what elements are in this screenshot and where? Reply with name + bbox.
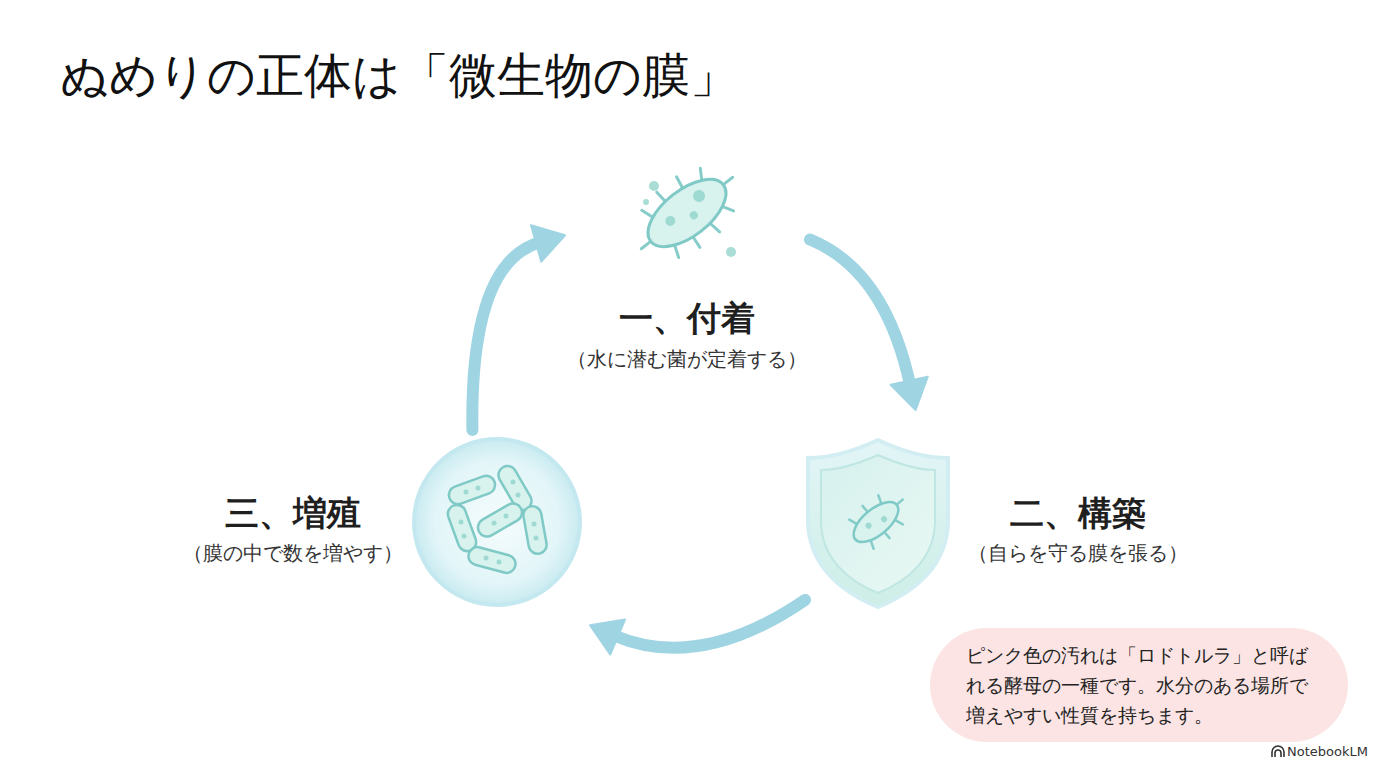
cycle-arrow [472, 225, 565, 430]
stage-description: （自らを守る膜を張る） [958, 541, 1198, 565]
shield-icon [808, 440, 948, 607]
stage-heading: 一、付着 [567, 298, 807, 338]
note-text: ピンク色の汚れは「ロドトルラ」と呼ば れる酵母の一種です。水分のある場所で 増え… [966, 640, 1338, 730]
arrow-head [531, 225, 565, 262]
diagram-title: ぬめりの正体は「微生物の膜」 [60, 46, 960, 104]
colony-icon [414, 439, 580, 605]
stage-description: （膜の中で数を増やす） [173, 541, 413, 565]
arrow-head [590, 620, 625, 655]
cycle-arrow [590, 600, 805, 655]
arrow-shaft [614, 600, 805, 648]
bacterium-icon [620, 150, 755, 277]
spore-dot [726, 247, 736, 257]
stage-heading: 三、増殖 [173, 493, 413, 533]
arrow-shaft [472, 242, 540, 430]
watermark-label: NotebookLM [1287, 744, 1367, 760]
spore-dot [643, 199, 649, 205]
stage-node: 三、増殖 （膜の中で数を増やす） [170, 430, 590, 640]
spore-dot [649, 181, 659, 191]
cycle-arrow [810, 240, 928, 410]
stage-node: 一、付着 （水に潜む菌が定着する） [565, 160, 810, 375]
arrow-shaft [810, 240, 910, 385]
stage-node: 二、構築 （自らを守る膜を張る） [805, 410, 1200, 610]
stage-heading: 二、構築 [958, 493, 1198, 533]
watermark-logo [1272, 746, 1284, 757]
arrow-head [891, 377, 928, 410]
stage-description: （水に潜む菌が定着する） [567, 347, 807, 371]
note-box: ピンク色の汚れは「ロドトルラ」と呼ば れる酵母の一種です。水分のある場所で 増え… [930, 628, 1348, 742]
